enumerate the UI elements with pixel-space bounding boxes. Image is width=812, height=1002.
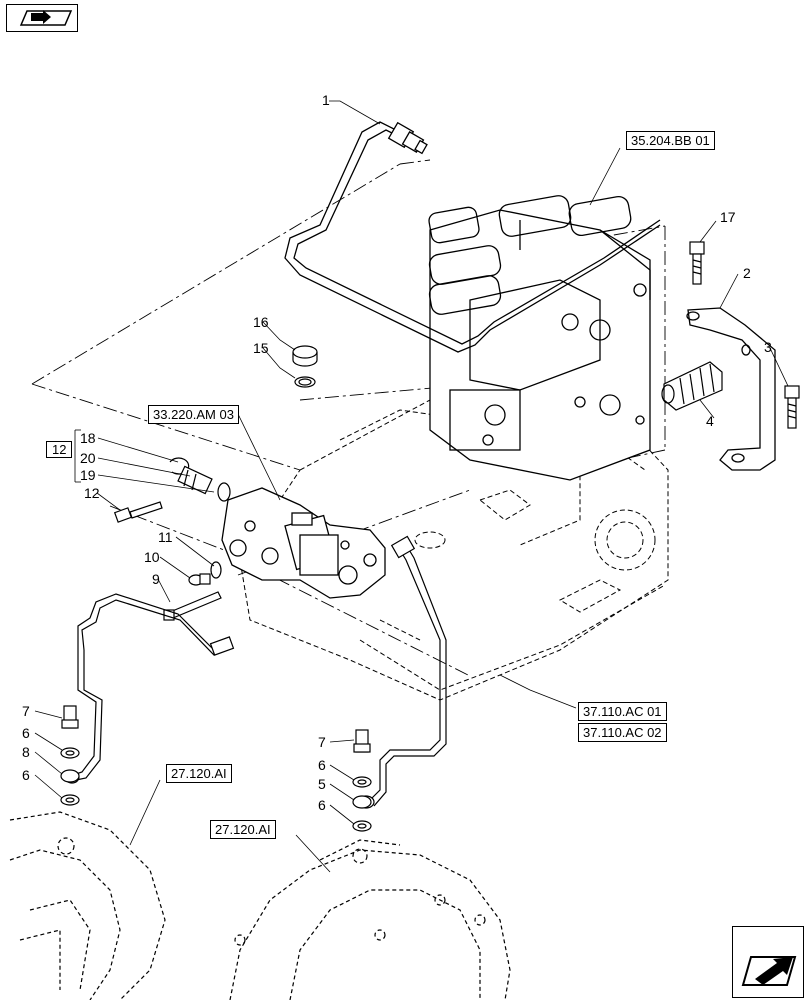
banjo-5-right[interactable] [352, 795, 372, 809]
callout-8[interactable]: 8 [22, 744, 30, 760]
callout-7-right[interactable]: 7 [318, 734, 326, 750]
fitting-20[interactable] [177, 465, 213, 495]
callout-4[interactable]: 4 [706, 413, 714, 429]
callout-16[interactable]: 16 [253, 314, 269, 330]
callout-12[interactable]: 12 [84, 485, 100, 501]
folder-arrow-icon [19, 10, 73, 26]
control-valve-bank[interactable] [428, 194, 651, 481]
o-ring-19[interactable] [217, 482, 231, 502]
callout-19[interactable]: 19 [80, 467, 96, 483]
pipe-left[interactable] [64, 593, 235, 784]
callout-3[interactable]: 3 [764, 339, 772, 355]
axle-housing-left [9, 811, 166, 1000]
callout-15[interactable]: 15 [253, 340, 269, 356]
callout-7-left[interactable]: 7 [22, 703, 30, 719]
callout-11[interactable]: 11 [158, 529, 173, 545]
pipe-1[interactable] [284, 121, 661, 353]
bolt-9[interactable] [163, 591, 222, 621]
bolt-12[interactable] [113, 501, 163, 523]
bolt-3[interactable] [784, 385, 800, 429]
ref-valve-bank[interactable]: 35.204.BB 01 [626, 131, 715, 150]
leader-lines [34, 100, 789, 873]
ref-hitch-2[interactable]: 37.110.AC 02 [578, 723, 667, 742]
washer-6-right-lower[interactable] [352, 820, 372, 832]
banjo-8-left[interactable] [60, 769, 80, 783]
callout-9[interactable]: 9 [152, 571, 160, 587]
kit-label-12[interactable]: 12 [46, 441, 73, 458]
ref-solenoid-valve[interactable]: 33.220.AM 03 [148, 405, 239, 424]
callout-1[interactable]: 1 [322, 92, 330, 108]
next-page-button[interactable] [732, 926, 804, 998]
ref-axle-left[interactable]: 27.120.AI [166, 764, 232, 783]
callout-2[interactable]: 2 [743, 265, 751, 281]
bracket-2[interactable] [686, 307, 776, 471]
o-ring-15[interactable] [294, 376, 316, 388]
callout-6-left-a[interactable]: 6 [22, 725, 30, 741]
adapter-7-right[interactable] [353, 729, 371, 753]
solenoid-valve-14[interactable] [221, 487, 386, 599]
o-ring-11[interactable] [210, 561, 222, 579]
washer-6-left-upper[interactable] [60, 747, 80, 759]
bolt-17[interactable] [689, 241, 705, 285]
callout-6-left-b[interactable]: 6 [22, 767, 30, 783]
plug-16[interactable] [292, 345, 318, 367]
callout-20[interactable]: 20 [80, 450, 96, 466]
washer-6-right-upper[interactable] [352, 776, 372, 788]
next-page-arrow-icon [741, 956, 797, 986]
callout-6-right-b[interactable]: 6 [318, 797, 326, 813]
ref-hitch-1[interactable]: 37.110.AC 01 [578, 702, 667, 721]
washer-6-left-lower[interactable] [60, 794, 80, 806]
callout-10[interactable]: 10 [144, 549, 160, 565]
axle-housing-right [229, 839, 511, 1000]
callout-6-right-a[interactable]: 6 [318, 757, 326, 773]
callout-17[interactable]: 17 [720, 209, 736, 225]
callout-18[interactable]: 18 [80, 430, 96, 446]
previous-page-button[interactable] [6, 4, 78, 32]
ref-axle-right[interactable]: 27.120.AI [210, 820, 276, 839]
callout-5[interactable]: 5 [318, 776, 326, 792]
quick-coupler-4[interactable] [661, 361, 723, 411]
adapter-7-left[interactable] [61, 705, 79, 729]
cap-10[interactable] [188, 573, 211, 586]
